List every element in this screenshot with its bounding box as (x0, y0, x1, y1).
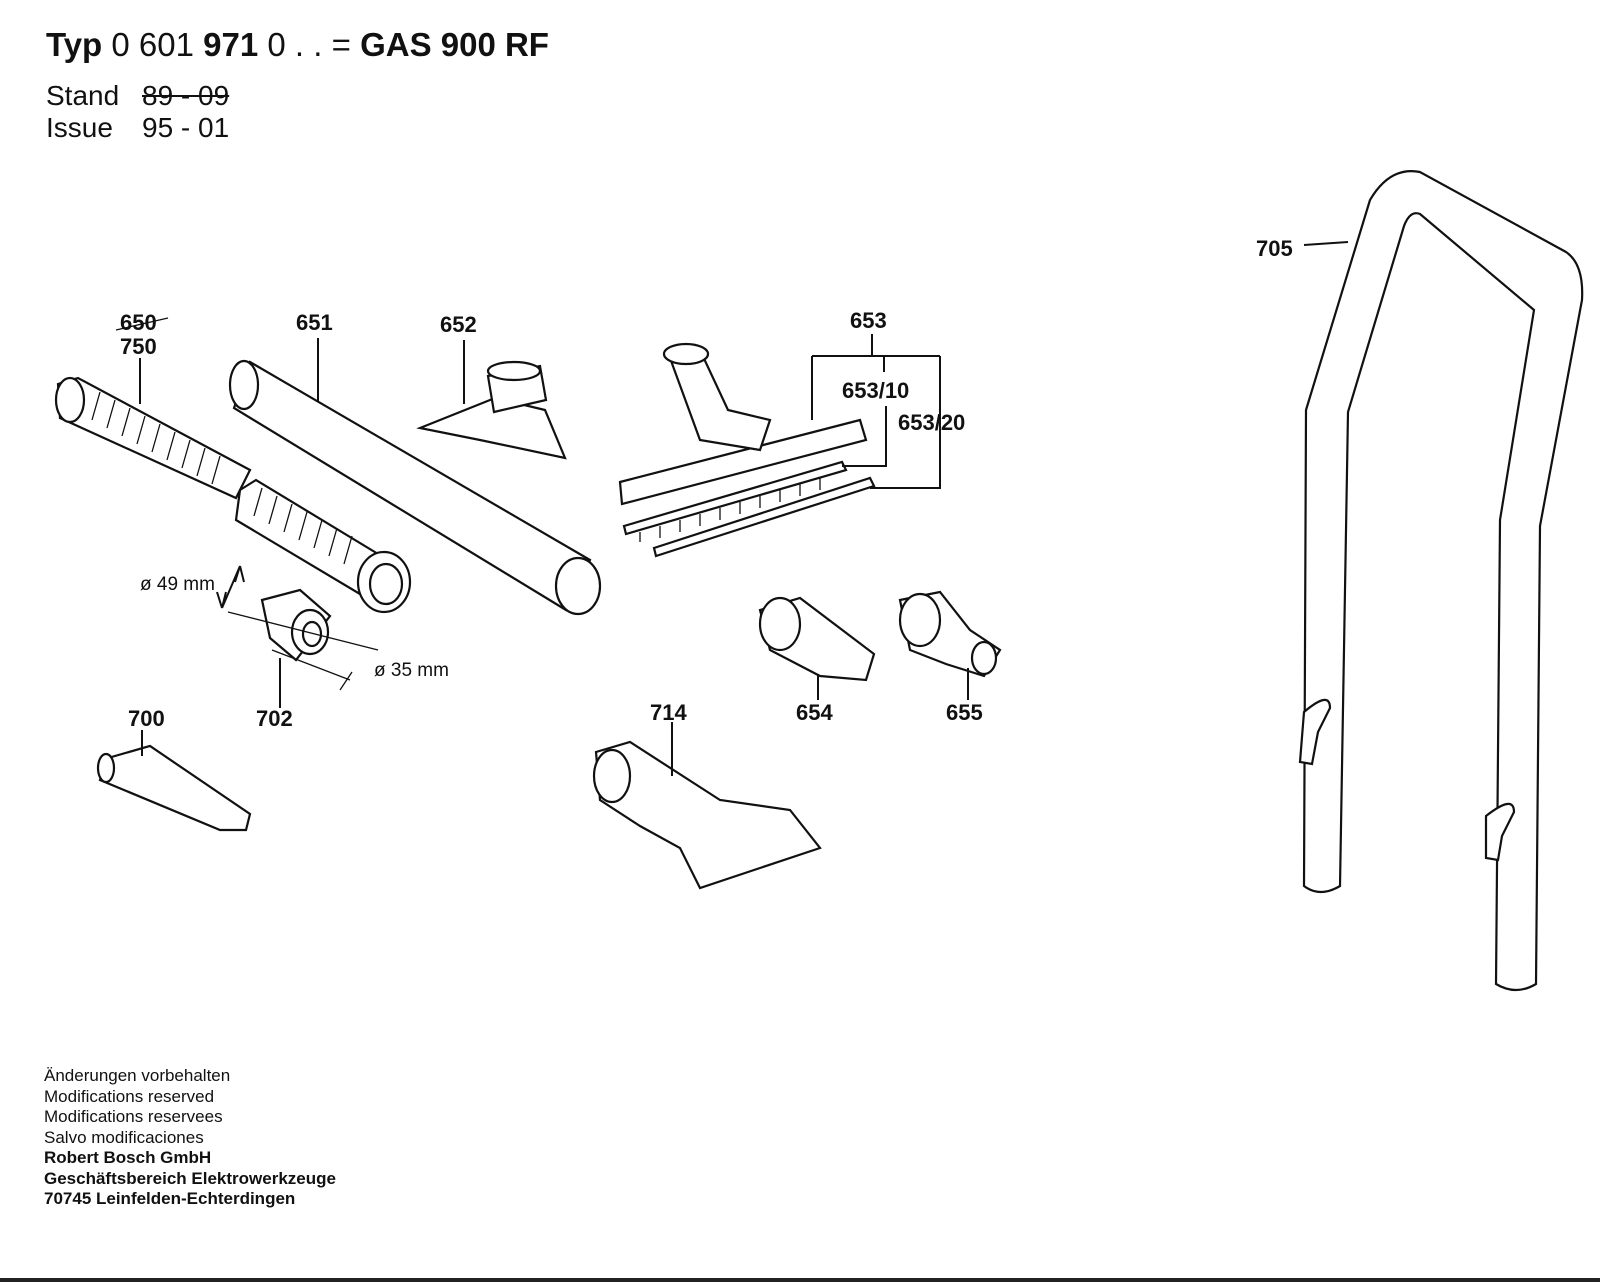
label-651: 651 (296, 310, 333, 335)
dimension-35mm: ø 35 mm (374, 660, 449, 681)
label-750: 750 (120, 334, 157, 359)
label-653: 653 (850, 308, 887, 333)
part-labels: 650 750 651 652 653 653/10 653/20 654 65… (115, 236, 1293, 731)
tube-part (228, 359, 602, 616)
crevice-tool-700 (96, 744, 252, 832)
strike-650 (115, 317, 169, 331)
round-nozzle-655 (898, 590, 1002, 678)
footer-division: Geschäftsbereich Elektrowerkzeuge (44, 1168, 336, 1188)
bent-handle-705 (1298, 170, 1584, 992)
stand-row: Stand 89 - 09 (46, 80, 229, 112)
label-654: 654 (796, 700, 833, 725)
label-653-10: 653/10 (842, 378, 909, 403)
label-705: 705 (1256, 236, 1293, 261)
label-700: 700 (128, 706, 165, 731)
flat-nozzle-654 (758, 596, 876, 682)
dimension-49mm: ø 49 mm (140, 574, 215, 595)
label-655: 655 (946, 700, 983, 725)
leader-lines (139, 241, 1349, 776)
bottom-rule (0, 1278, 1600, 1282)
label-653-20: 653/20 (898, 410, 965, 435)
hose-part (54, 376, 412, 614)
typ-number-a: 0 601 (111, 26, 194, 63)
typ-equals: = (331, 26, 351, 63)
label-652: 652 (440, 312, 477, 337)
reducer-702 (260, 588, 332, 662)
typ-label: Typ (46, 26, 103, 63)
issue-label: Issue (46, 112, 113, 143)
dimension-lines (216, 565, 379, 691)
wet-nozzle-653 (618, 342, 876, 558)
footer-address: 70745 Leinfelden-Echterdingen (44, 1189, 296, 1208)
footer-line-es: Salvo modificaciones (44, 1127, 204, 1147)
typ-number-b: 971 (203, 26, 259, 63)
typ-number-c: 0 . . (267, 26, 323, 63)
stand-value: 89 - 09 (142, 80, 230, 111)
issue-value: 95 - 01 (142, 112, 230, 143)
stand-label: Stand (46, 80, 120, 111)
wide-nozzle-714 (592, 740, 822, 890)
issue-row: Issue 95 - 01 (46, 112, 229, 144)
type-heading: Typ 0 601 971 0 . . = GAS 900 RF (46, 26, 549, 64)
model-name: GAS 900 RF (360, 26, 549, 63)
footer-line-de: Änderungen vorbehalten (44, 1066, 231, 1085)
label-702: 702 (256, 706, 293, 731)
footer-company: Robert Bosch GmbH (44, 1148, 212, 1167)
footer-line-fr: Modifications reservees (44, 1107, 223, 1126)
footer-line-en: Modifications reserved (44, 1086, 215, 1106)
footer-notice: Änderungen vorbehalten Modifications res… (44, 1066, 336, 1210)
label-714: 714 (650, 700, 687, 725)
floor-nozzle-652 (416, 360, 567, 460)
